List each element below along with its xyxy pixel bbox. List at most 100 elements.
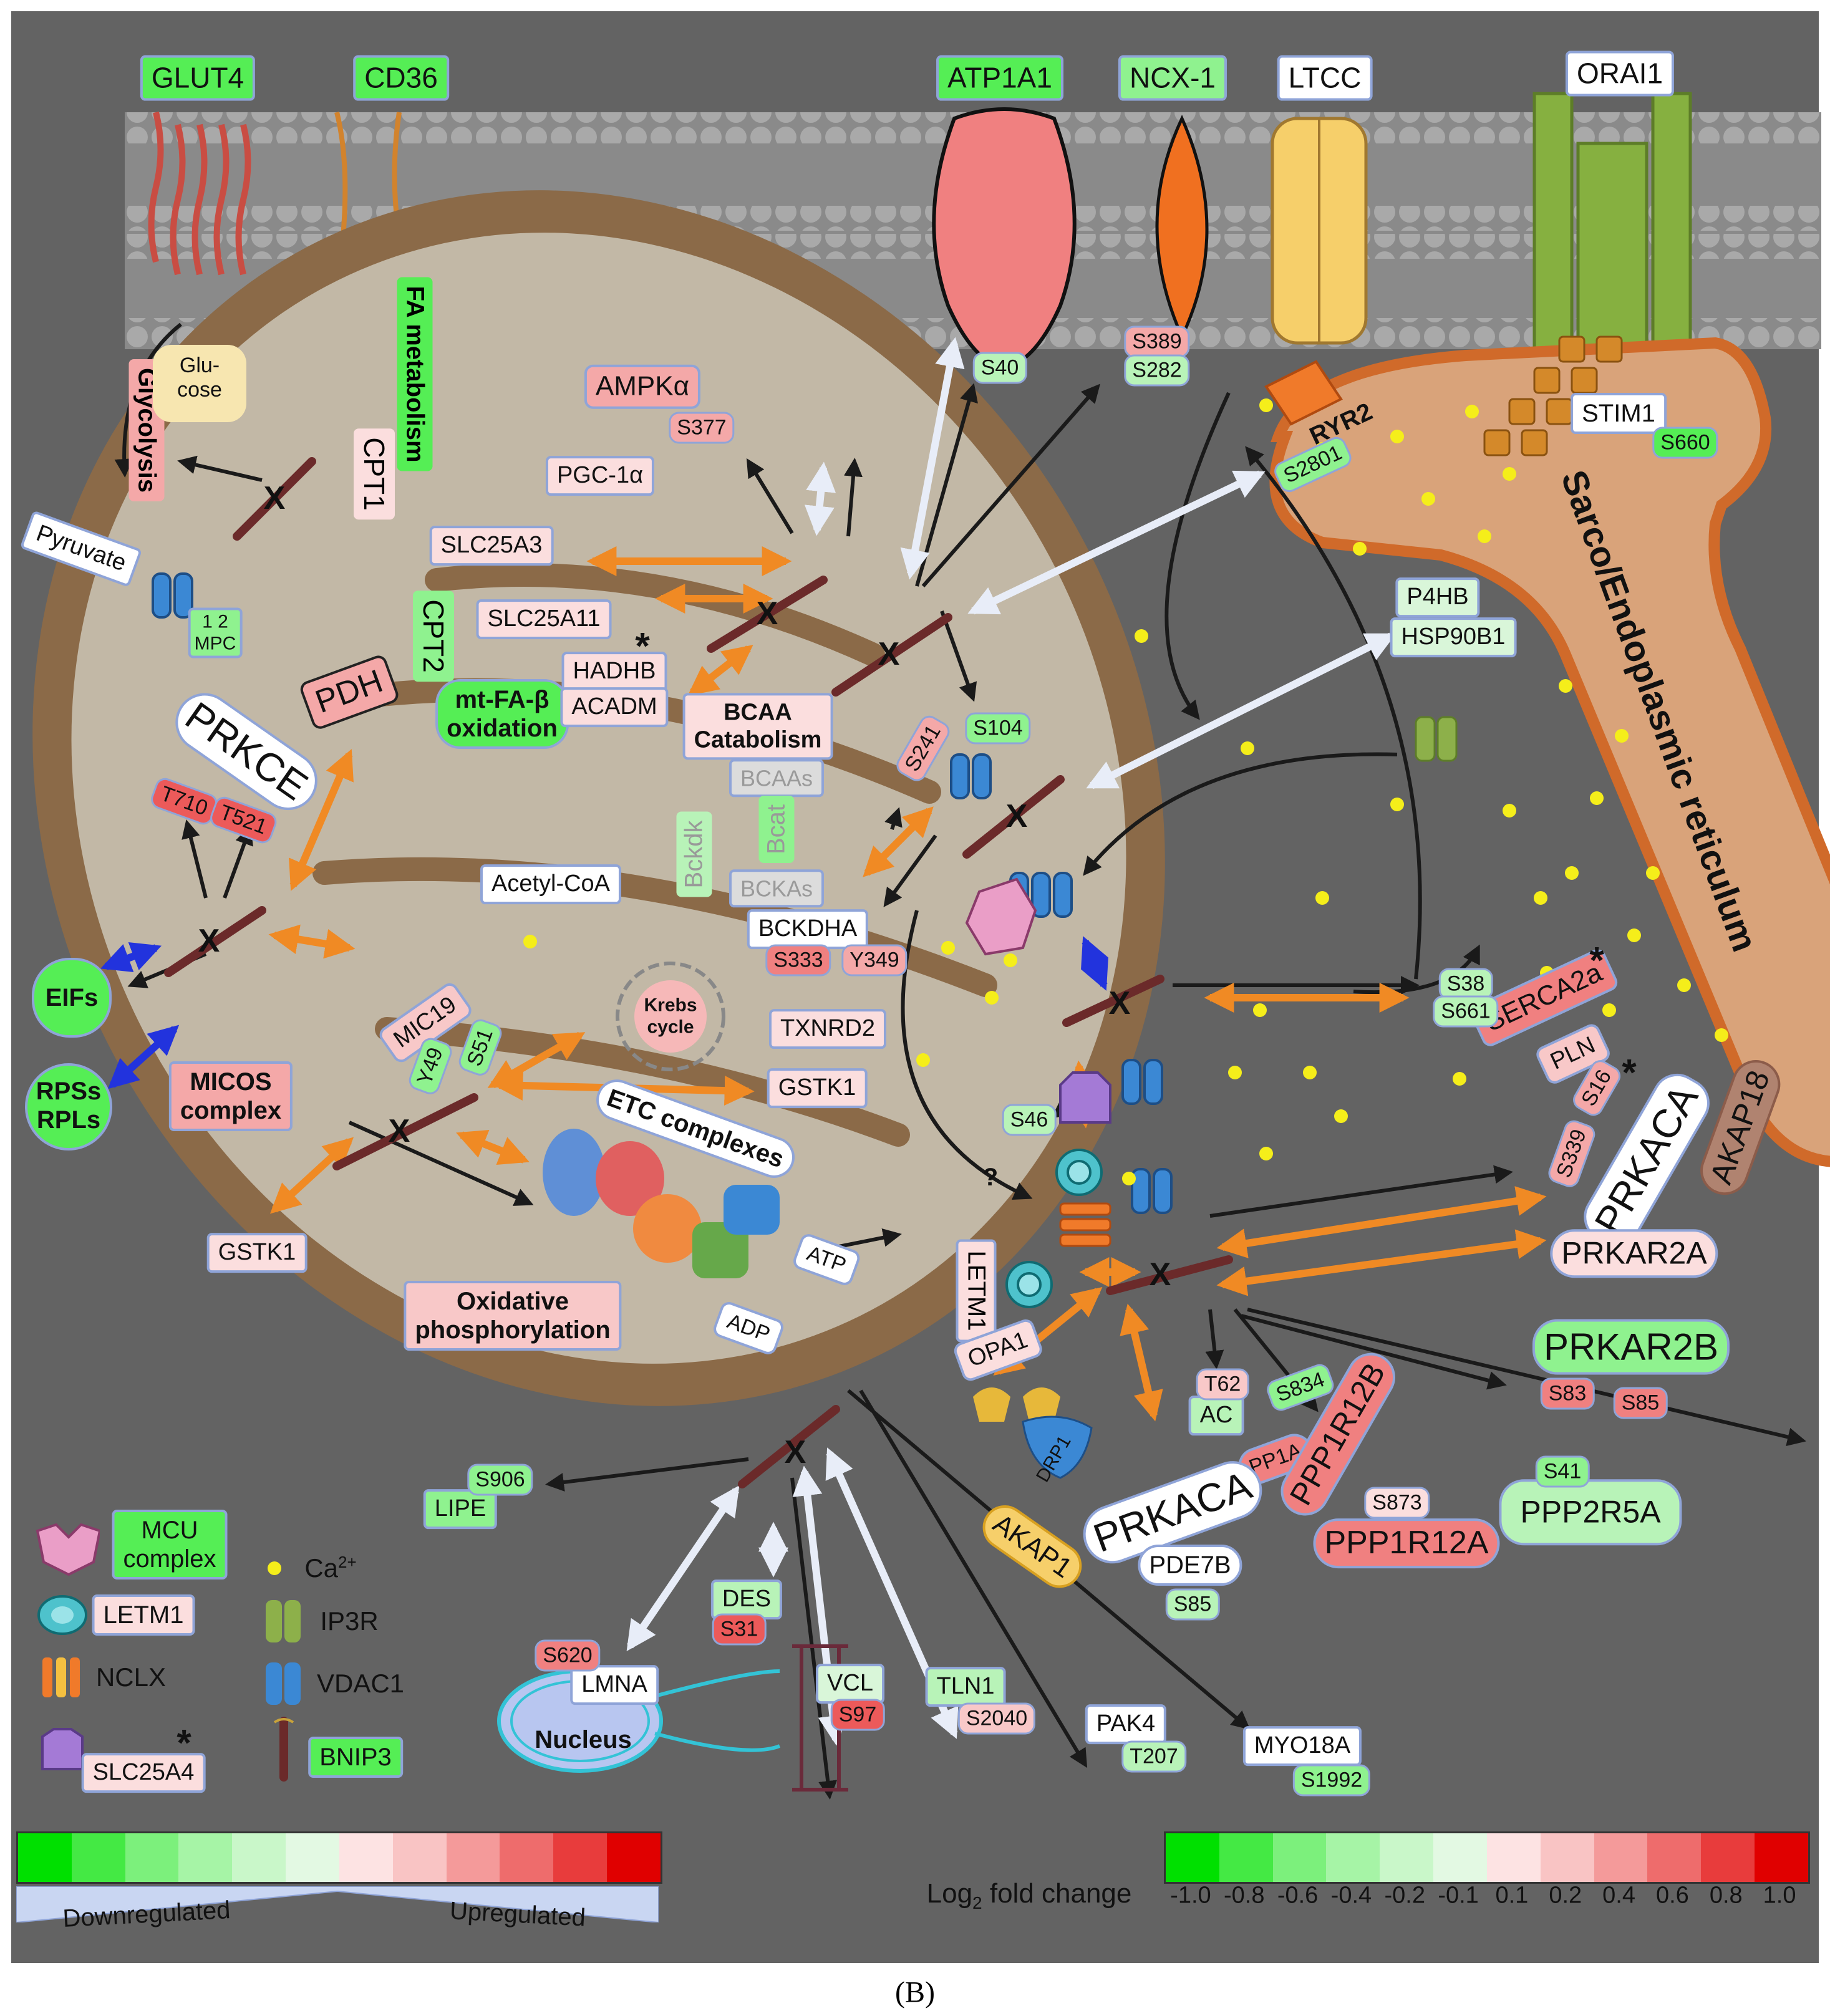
ncx1-label: NCX-1 (1118, 55, 1227, 101)
colorbar-left-segment (125, 1833, 179, 1882)
pak4-label: PAK4 (1085, 1704, 1167, 1744)
colorbar-tick-label: -0.6 (1277, 1882, 1319, 1909)
bnip3-mark: X (878, 636, 900, 673)
nclx-shape (1059, 1202, 1111, 1247)
colorbar-tick-label: 0.6 (1655, 1882, 1689, 1909)
mcu-shape (965, 877, 1037, 956)
pde7b-site: S85 (1165, 1588, 1220, 1621)
colorbar-right-segment (1594, 1833, 1648, 1882)
legend-mcu-icon (36, 1523, 100, 1576)
acadm-label: ACADM (560, 687, 669, 727)
bnip3-mark: X (1108, 985, 1131, 1022)
tln1-site: S2040 (957, 1702, 1036, 1735)
bckdha-label: BCKDHA (747, 909, 869, 949)
colorbar-left-segment (500, 1833, 554, 1882)
colorbar-right-segment (1701, 1833, 1755, 1882)
prkar2b-site-s83: S83 (1540, 1377, 1595, 1410)
ac-site-t62: T62 (1196, 1368, 1249, 1401)
colorbar-tick-label: -0.1 (1438, 1882, 1479, 1909)
legend-vdac1-label: VDAC1 (316, 1668, 405, 1698)
cpt1-label: CPT1 (354, 428, 395, 519)
question-mark: ? (982, 1164, 999, 1191)
micos-complex-label: MICOS complex (168, 1061, 293, 1131)
vcl-site: S97 (830, 1699, 885, 1731)
colorbar-left-segment (392, 1833, 447, 1882)
colorbar-left (16, 1831, 662, 1884)
legend-slc25a4-label: SLC25A4 (81, 1753, 206, 1793)
legend-ca-sup: 2+ (338, 1552, 357, 1571)
glut4-shape (148, 111, 251, 276)
bnip3-mark: X (1149, 1256, 1171, 1293)
gstk1-outer-label: GSTK1 (206, 1233, 307, 1273)
orai1-label: ORAI1 (1565, 51, 1675, 97)
atp1a1-shape (932, 107, 1077, 370)
legend-mcu-label: MCU complex (112, 1510, 228, 1580)
colorbar-right-segment (1433, 1833, 1487, 1882)
axis-title-rest: fold change (982, 1878, 1132, 1909)
colorbar-left-wedge (16, 1886, 659, 1922)
lipe-site: S906 (467, 1464, 533, 1496)
etc-complex-shapes (543, 1129, 780, 1278)
colorbar-tick-label: -0.2 (1384, 1882, 1425, 1909)
prkar2b-label: PRKAR2B (1532, 1319, 1730, 1375)
colorbar-left-segment (18, 1833, 72, 1882)
colorbar-tick-label: 0.4 (1602, 1882, 1635, 1909)
mpc-name: MPC (194, 633, 236, 654)
p4hb-label: P4HB (1395, 577, 1480, 617)
ncx1-site-s282: S282 (1124, 354, 1190, 387)
colorbar-tick-label: -0.4 (1330, 1882, 1372, 1909)
bnip3-mark: X (1005, 798, 1028, 835)
bnip3-mark: X (756, 596, 778, 632)
bcaa-catabolism-label: BCAA Catabolism (682, 693, 833, 760)
ltcc-label: LTCC (1277, 55, 1373, 101)
colorbar-tick-label: 0.2 (1549, 1882, 1582, 1909)
bcat-label: Bcat (758, 795, 795, 864)
legend-ca-dot (268, 1561, 281, 1575)
eifs-label: EIFs (32, 958, 112, 1038)
fa-metabolism-label: FA metabolism (397, 277, 433, 471)
slc25a3-label: SLC25A3 (429, 526, 554, 566)
legend-ip3r-icon (266, 1600, 301, 1642)
legend-nclx-label: NCLX (95, 1662, 167, 1692)
ppp1r12a-site: S873 (1364, 1487, 1430, 1519)
serca-site-s661: S661 (1433, 995, 1499, 1028)
colorbar-left-segment (607, 1833, 661, 1882)
ampka-label: AMPKα (584, 364, 701, 409)
colorbar-left-segment (178, 1833, 233, 1882)
myo18a-site: S1992 (1292, 1764, 1371, 1797)
prkar2a-label: PRKAR2A (1550, 1229, 1718, 1278)
serca2a-asterisk: * (1589, 939, 1604, 981)
stim1-shape (1483, 335, 1623, 456)
legend-letm1-label: LETM1 (92, 1594, 195, 1636)
des-site: S31 (712, 1613, 767, 1646)
des-label: DES (710, 1580, 783, 1619)
vdac-site-s104: S104 (965, 712, 1031, 745)
colorbar-right (1164, 1831, 1810, 1884)
bckdha-site-s333: S333 (765, 944, 831, 977)
bckdk-label: Bckdk (676, 811, 712, 897)
oxphos-label: Oxidative phosphorylation (404, 1281, 622, 1351)
glut4-label: GLUT4 (140, 55, 256, 101)
atp1a1-site: S40 (972, 352, 1027, 384)
legend-ip3r-label: IP3R (320, 1606, 379, 1636)
colorbar-left-segment (71, 1833, 125, 1882)
mt-fa-beta-oxidation-label: mt-FA-β oxidation (435, 679, 569, 749)
colorbar-right-segment (1380, 1833, 1434, 1882)
ip3r-shape (1415, 716, 1458, 762)
drp1-shape (1022, 1416, 1093, 1479)
colorbar-right-segment (1647, 1833, 1702, 1882)
ppp2r5a-site: S41 (1535, 1455, 1590, 1488)
tln1-label: TLN1 (925, 1667, 1006, 1707)
hadhb-label: HADHB (561, 652, 667, 692)
colorbar-axis-title: Log2 fold change (927, 1878, 1132, 1913)
legend-ca-text: Ca (304, 1553, 339, 1583)
ampka-site: S377 (669, 412, 735, 444)
legend-slc25a4-icon (41, 1728, 84, 1770)
colorbar-tick-label: -0.8 (1224, 1882, 1265, 1909)
ryr2-shape (1264, 360, 1343, 426)
stim1-label: STIM1 (1571, 393, 1667, 434)
calcium-dots (523, 398, 1728, 1185)
blue-arrows (100, 936, 1109, 1089)
